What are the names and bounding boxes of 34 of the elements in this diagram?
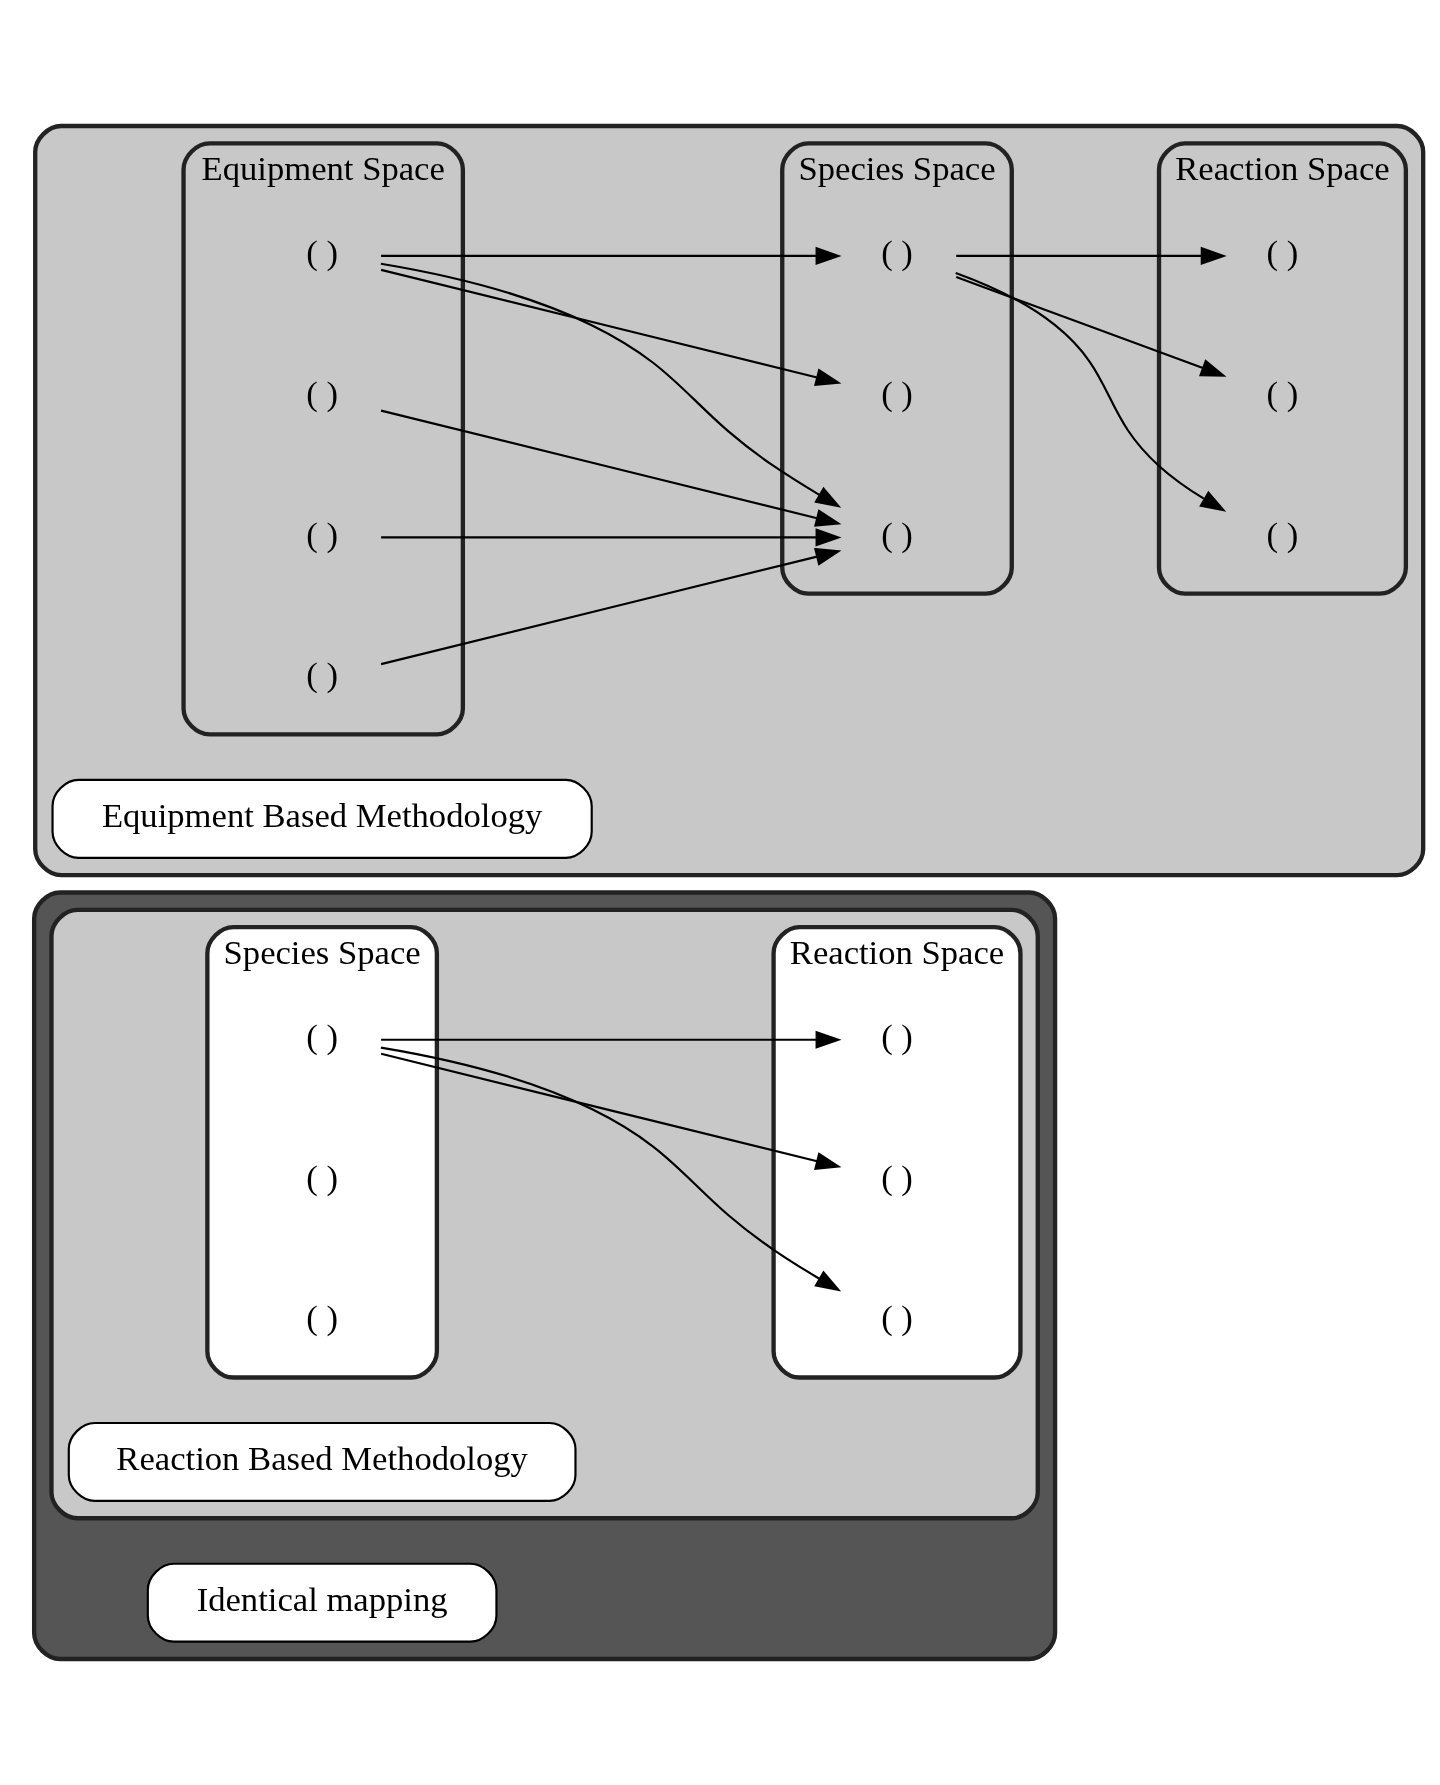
cluster	[49, 907, 1040, 1521]
node-text: ( )	[881, 514, 913, 553]
node-box: Reaction Based Methodology	[67, 1421, 577, 1503]
node-text: ( )	[881, 373, 913, 412]
cluster	[31, 890, 1058, 1662]
node-text: ( )	[881, 233, 913, 272]
node-box: Equipment Based Methodology	[51, 778, 593, 859]
node-box: Identical mapping	[146, 1562, 498, 1643]
arrow	[955, 272, 1227, 512]
arrow	[380, 547, 842, 666]
node-text: ( )	[306, 1298, 338, 1337]
arrow	[381, 246, 842, 265]
node-text: ( )	[881, 1298, 913, 1337]
node-text: ( )	[1266, 233, 1299, 272]
arrow	[380, 1046, 842, 1292]
arrow	[381, 1030, 842, 1049]
arrow	[380, 268, 842, 387]
node-text: ( )	[306, 1016, 338, 1055]
node-text: ( )	[1266, 514, 1299, 553]
arrow	[956, 246, 1227, 265]
arrow	[381, 528, 842, 547]
arrow	[380, 1052, 842, 1170]
arrow	[380, 409, 842, 527]
node-text: ( )	[1266, 373, 1299, 412]
arrow	[955, 275, 1227, 377]
node-text: ( )	[881, 1016, 913, 1055]
node-text: ( )	[306, 233, 338, 272]
node-text: ( )	[306, 514, 338, 553]
cluster	[33, 123, 1426, 878]
node-text: ( )	[306, 1157, 338, 1196]
node-text: ( )	[881, 1157, 913, 1196]
arrow	[380, 262, 842, 508]
node-text: ( )	[306, 655, 338, 694]
node-text: ( )	[306, 373, 338, 412]
